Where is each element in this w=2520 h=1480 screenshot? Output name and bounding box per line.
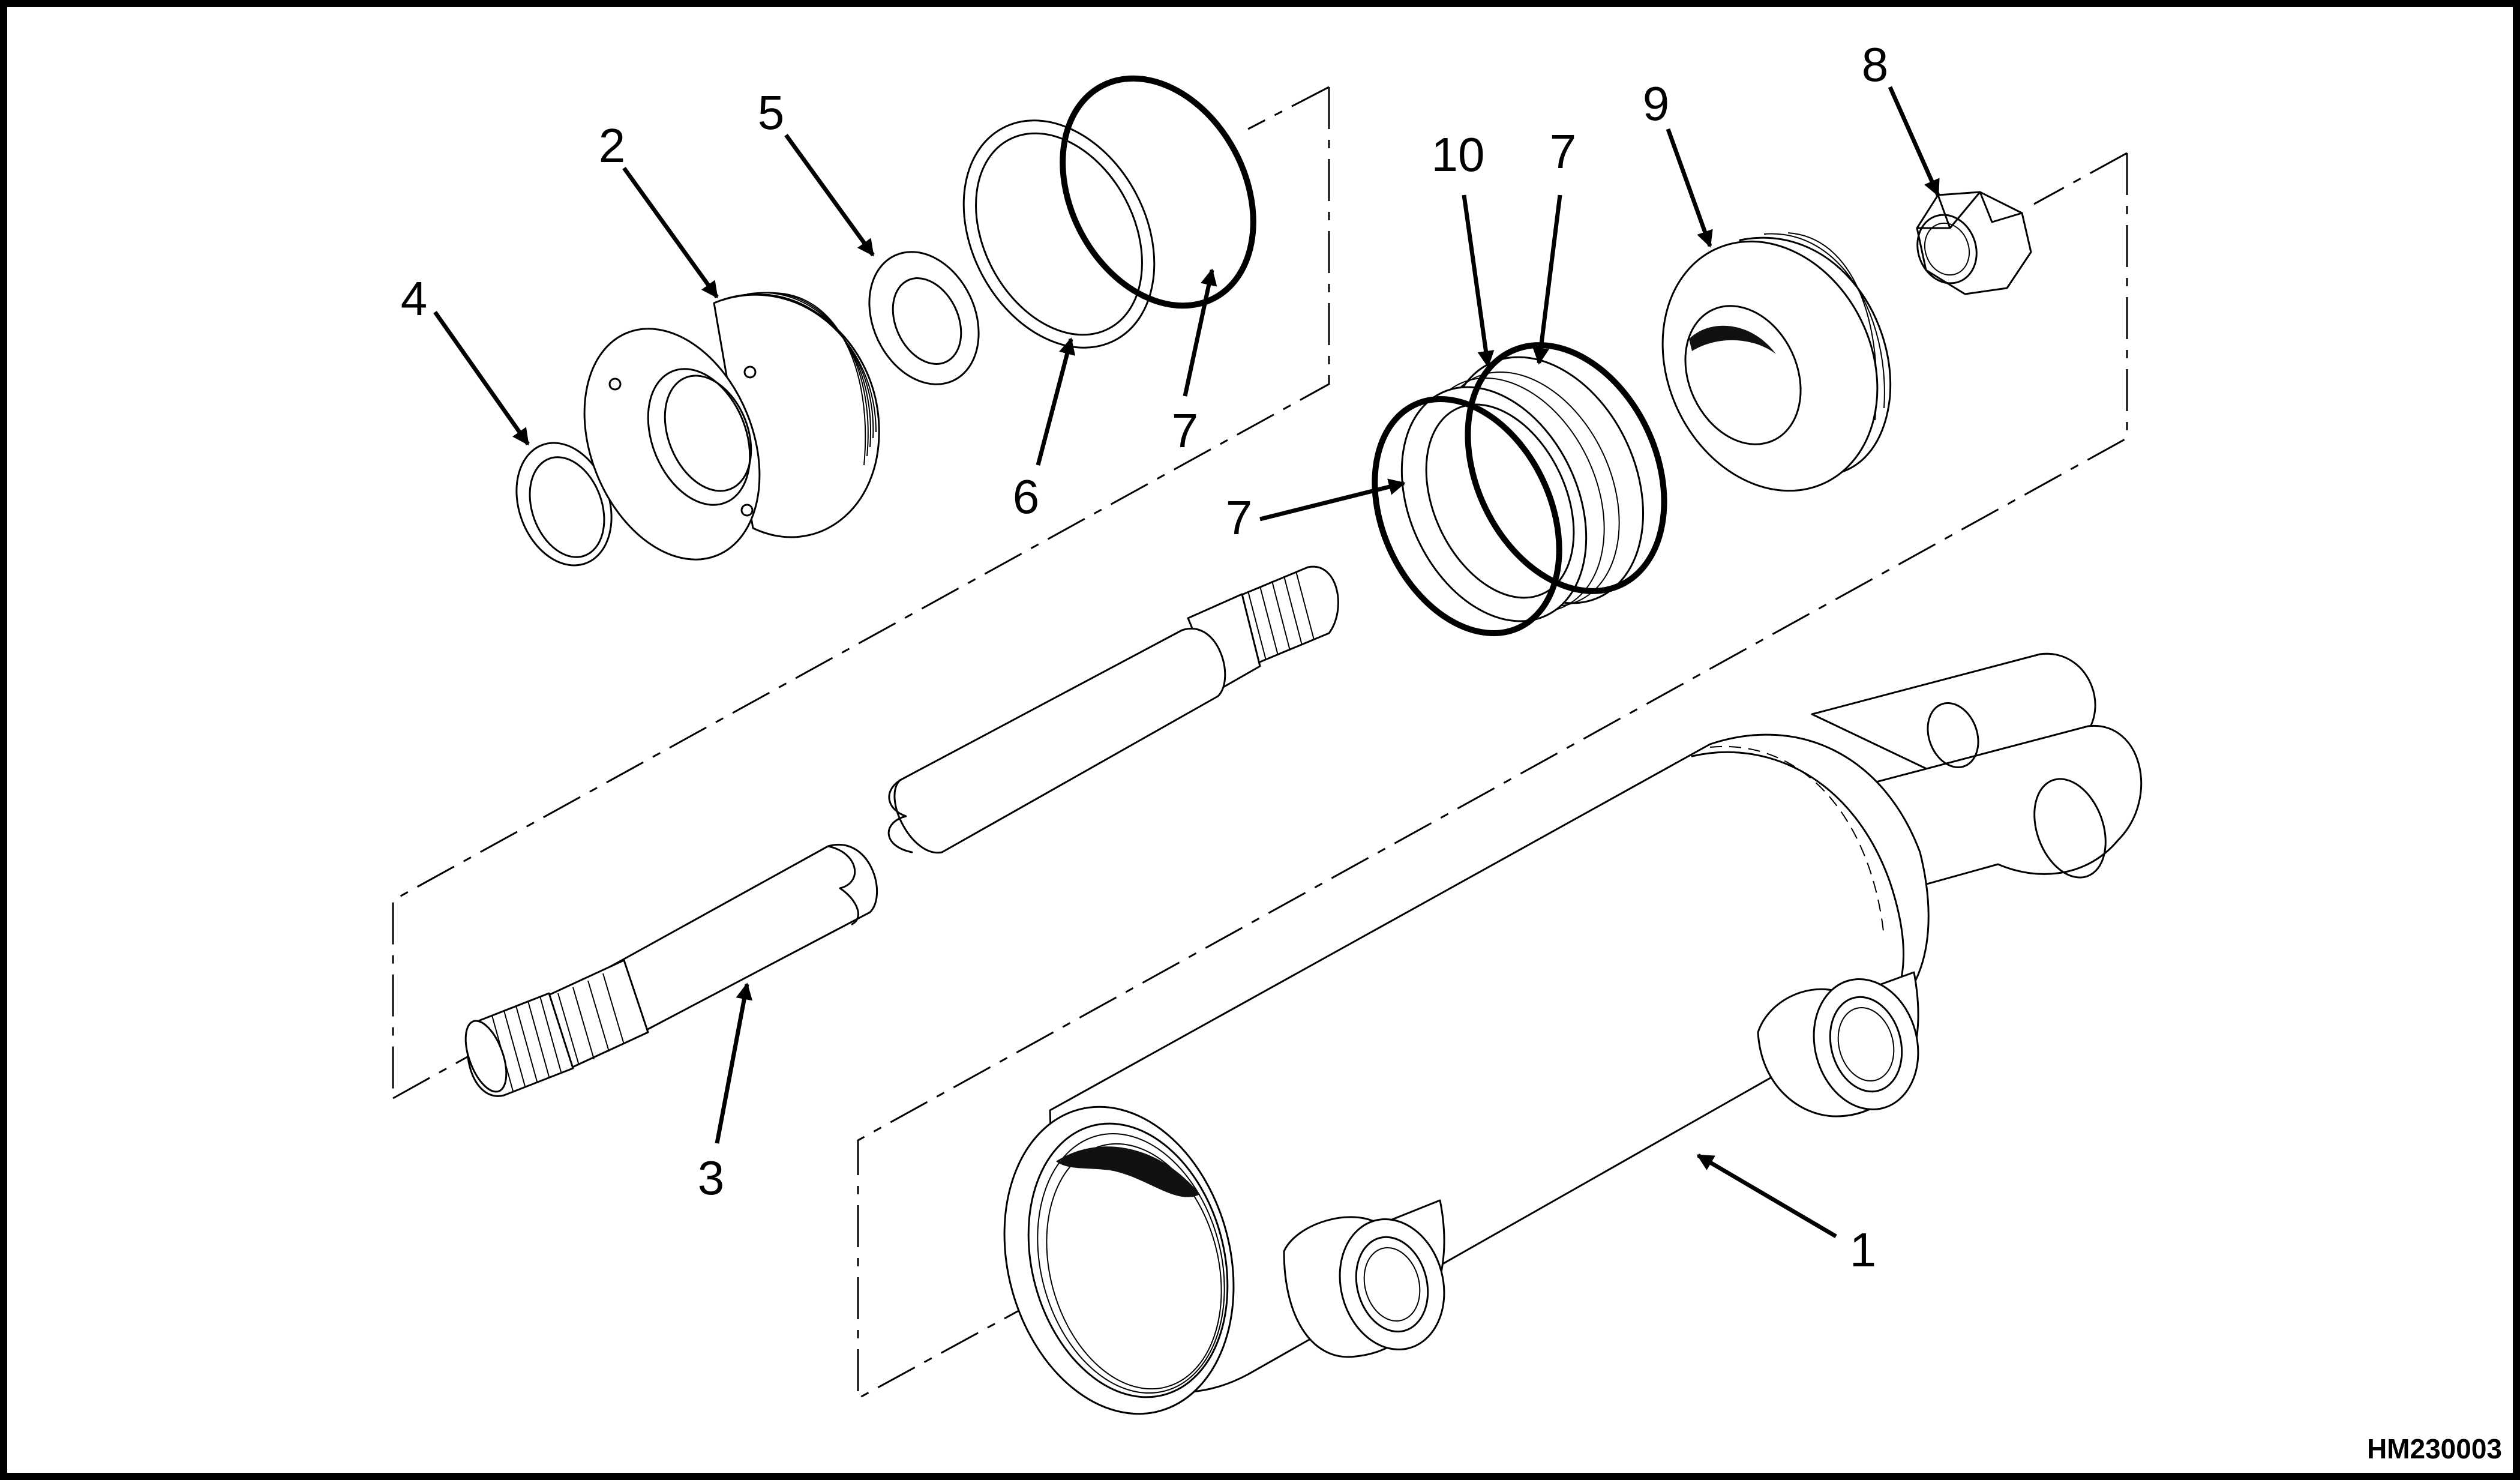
figure-id: HM230003 — [2367, 1433, 2502, 1464]
leader-lines — [433, 86, 1940, 1239]
part-1-cylinder-barrel — [1003, 652, 2143, 1415]
callout-labels: 4 2 5 6 7 3 10 7 7 9 8 1 — [401, 38, 1889, 1277]
callout-7-rear: 7 — [1550, 125, 1577, 178]
leader-7-rear — [1532, 194, 1562, 365]
part-9-piston — [1661, 232, 1892, 492]
leader-6 — [1036, 337, 1076, 466]
leader-2 — [622, 166, 719, 299]
leader-7-front — [1259, 478, 1406, 522]
callout-1: 1 — [1850, 1223, 1877, 1277]
part-5-rod-seal — [868, 251, 980, 385]
leader-8 — [1888, 86, 1940, 197]
leader-7-upper — [1183, 268, 1217, 397]
callout-2: 2 — [599, 119, 626, 172]
leader-3 — [715, 982, 753, 1144]
leader-9 — [1666, 128, 1713, 248]
callout-7-front: 7 — [1226, 491, 1253, 544]
part-7-o-ring-upper — [1060, 75, 1256, 309]
leader-4 — [433, 310, 530, 446]
callout-8: 8 — [1862, 38, 1889, 91]
part-8-nut — [1916, 191, 2032, 295]
callout-4: 4 — [401, 272, 428, 325]
part-7-o-ring-front — [1372, 396, 1562, 636]
callout-9: 9 — [1643, 77, 1670, 130]
part-4-wiper-seal — [515, 442, 613, 567]
leader-10 — [1462, 194, 1495, 368]
callout-6: 6 — [1013, 470, 1040, 523]
part-10-piston-seal — [1400, 356, 1645, 622]
leader-5 — [784, 133, 875, 257]
callout-10: 10 — [1432, 128, 1485, 181]
part-6-backup-ring — [962, 119, 1156, 349]
callout-3: 3 — [698, 1151, 725, 1205]
callout-7-upper: 7 — [1172, 404, 1199, 457]
leader-1 — [1696, 1153, 1837, 1239]
part-3-piston-rod — [464, 565, 1339, 1097]
callout-5: 5 — [758, 86, 785, 139]
part-7-o-ring-rear — [1465, 342, 1667, 594]
part-2-gland — [583, 292, 880, 561]
